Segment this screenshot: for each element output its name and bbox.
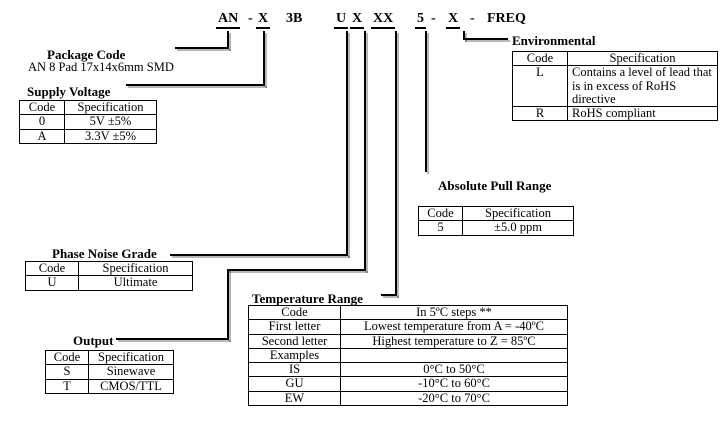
environmental-title: Environmental [512,33,596,48]
connector-supply-voltage-h [126,84,265,86]
pn-token-environmental: X [446,11,461,29]
connector-output-v1 [364,31,366,271]
connector-output-v2 [227,269,229,340]
connector-phase-noise-h [170,254,348,256]
table-row: Second letter Highest temperature to Z =… [248,333,568,349]
connector-environmental-v [463,31,465,40]
connector-output-h1 [227,269,366,271]
table-row: A 3.3V ±5% [19,128,157,144]
table-cell: 5 [418,220,463,236]
table-row: L Contains a level of lead that is in ex… [512,65,718,107]
table-row: 5 ±5.0 ppm [418,220,574,236]
phase-noise-grade-table: Code Specification U Ultimate [25,260,193,291]
table-cell: Highest temperature to Z = 85ºC [340,333,568,349]
table-cell: -10°C to 60°C [340,376,568,392]
table-row: R RoHS compliant [512,105,718,122]
table-cell: Second letter [248,333,341,349]
column-header: Specification [462,205,574,222]
pn-dash: - [248,11,253,26]
table-cell: Contains a level of lead that is in exce… [567,65,718,107]
output-table: Code Specification S Sinewave T CMOS/TTL [45,349,174,394]
table-row: EW -20°C to 70°C [248,390,568,406]
absolute-pull-range-table: Code Specification 5 ±5.0 ppm [418,205,574,236]
table-cell: 5V ±5% [64,114,157,130]
table-row: Code In 5ºC steps ** [248,304,568,321]
table-cell: ±5.0 ppm [462,220,574,236]
column-header: Code [512,50,568,67]
table-cell: Sinewave [88,364,174,380]
table-cell: CMOS/TTL [88,378,174,394]
pn-token-pull-range: 5 [415,11,426,29]
supply-voltage-title: Supply Voltage [27,84,111,99]
pn-token-phase-noise: U [334,11,349,29]
column-header: Code [19,99,65,116]
column-header: Specification [78,260,193,277]
connector-supply-voltage-v [263,31,265,86]
table-cell: L [512,65,568,107]
pn-dash: - [431,11,436,26]
column-header: Specification [88,349,174,366]
supply-voltage-table: Code Specification 0 5V ±5% A 3.3V ±5% [19,99,157,144]
table-row: IS 0°C to 50°C [248,361,568,378]
table-cell: -20°C to 70°C [340,390,568,406]
table-row: 0 5V ±5% [19,114,157,130]
connector-package-code-v [227,31,229,49]
temperature-range-title: Temperature Range [252,291,363,306]
table-cell: S [45,364,89,380]
table-cell: Code [248,304,341,321]
table-cell: 0 [19,114,65,130]
pn-token-freq: FREQ [487,11,526,26]
connector-pull-range-v [425,31,427,172]
table-cell: U [25,275,79,291]
table-row: S Sinewave [45,364,174,380]
connector-phase-noise-v [346,31,348,256]
table-cell: A [19,128,65,144]
table-cell: 0°C to 50°C [340,361,568,378]
column-header: Code [418,205,463,222]
pn-token-output: X [350,11,365,29]
connector-temperature-v [395,31,397,296]
connector-temperature-h [381,294,397,296]
table-cell: Examples [248,347,341,364]
table-cell: R [512,105,568,122]
package-code-description: AN 8 Pad 17x14x6mm SMD [28,60,174,74]
pn-token-package: AN [216,11,241,29]
table-cell: First letter [248,319,341,335]
table-row: T CMOS/TTL [45,378,174,394]
table-cell: IS [248,361,341,378]
output-title: Output [73,333,114,348]
pn-dash: - [470,11,475,26]
pn-token-supply-voltage: X [256,11,271,29]
temperature-range-table: Code In 5ºC steps ** First letter Lowest… [248,304,568,406]
table-cell: In 5ºC steps ** [340,304,568,321]
absolute-pull-range-title: Absolute Pull Range [438,178,552,193]
connector-package-code-h [175,47,229,49]
phase-noise-grade-title: Phase Noise Grade [52,246,157,261]
table-cell: 3.3V ±5% [64,128,157,144]
table-row: GU -10°C to 60°C [248,376,568,392]
column-header: Code [45,349,89,366]
pn-token-temperature: XX [371,11,396,29]
connector-environmental-h [463,38,508,40]
table-cell: T [45,378,89,394]
pn-token-series: 3B [286,11,303,26]
environmental-table: Code Specification L Contains a level of… [512,50,718,122]
table-cell: GU [248,376,341,392]
table-cell: EW [248,390,341,406]
package-code-title: Package Code [47,47,126,62]
table-cell: Ultimate [78,275,193,291]
table-cell: RoHS compliant [567,105,718,122]
table-row: Examples [248,347,568,364]
table-cell: Lowest temperature from A = -40ºC [340,319,568,335]
column-header: Specification [64,99,157,116]
table-row: U Ultimate [25,275,193,291]
table-row: First letter Lowest temperature from A =… [248,319,568,335]
column-header: Specification [567,50,718,67]
column-header: Code [25,260,79,277]
connector-output-h2 [116,338,229,340]
table-cell [340,347,568,364]
